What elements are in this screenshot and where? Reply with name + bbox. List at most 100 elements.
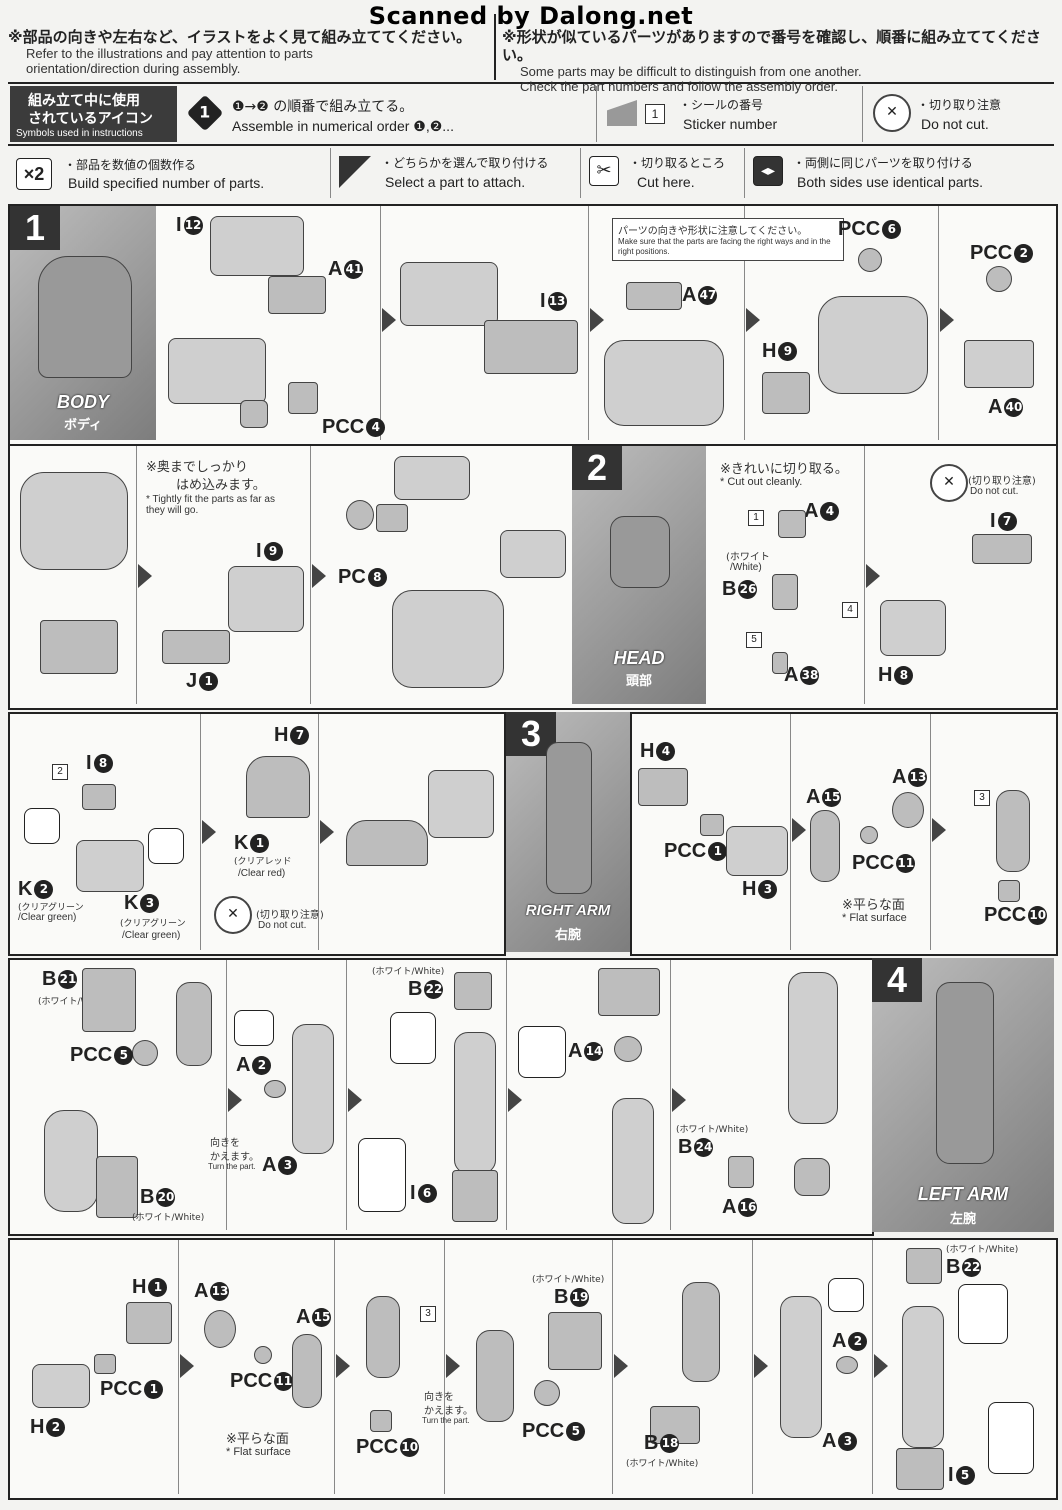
cut-here-icon: ✂ — [589, 156, 619, 186]
step-number: 2 — [572, 446, 622, 490]
part-h3-illustration — [726, 826, 788, 876]
legend-both-jp: ・両側に同じパーツを取り付ける — [793, 156, 973, 170]
cut-clean-jp: ※きれいに切り取る。 — [720, 462, 848, 477]
arm-assembly-illustration — [788, 972, 838, 1124]
divider — [864, 446, 865, 704]
legend-sticker-jp: ・シールの番号 — [679, 98, 764, 112]
detail-icon — [988, 1402, 1034, 1474]
body-section-art: 1 BODY ボディ — [10, 206, 156, 440]
white-label: (ホワイト/White) — [676, 1125, 749, 1135]
select-icon — [339, 156, 371, 188]
sticker-number: 3 — [420, 1306, 436, 1322]
section-label-left-arm: LEFT ARM — [917, 1184, 1009, 1204]
detail-icon — [828, 1278, 864, 1312]
sticker-number: 4 — [842, 602, 858, 618]
part-a15-illustration — [810, 810, 840, 882]
detail-icon — [24, 808, 60, 844]
flat-surface-en: * Flat surface — [842, 912, 907, 924]
part-a13-illustration — [204, 1310, 236, 1348]
stand-illustration — [40, 620, 118, 674]
hand-illustration — [794, 1158, 830, 1196]
part-i6-illustration — [452, 1170, 498, 1222]
cut-clean-en: * Cut out cleanly. — [720, 476, 803, 488]
divider — [310, 446, 311, 704]
legend-title-jp1: 組み立て中に使用 — [28, 93, 140, 109]
turn-part-jp1: 向きを — [424, 1392, 454, 1403]
body-core-illustration — [20, 472, 128, 570]
body-assembled-illustration — [392, 590, 504, 688]
divider — [790, 714, 791, 950]
step-arrow — [746, 308, 760, 332]
orientation-note: パーツの向きや形状に注意してください。 Make sure that the p… — [612, 218, 844, 261]
step-number: 1 — [10, 206, 60, 250]
part-a47-illustration — [626, 282, 682, 310]
head-illustration — [610, 516, 670, 588]
part-i5-illustration — [896, 1448, 944, 1490]
white-label: (ホワイト/White) — [38, 997, 111, 1007]
detail-icon — [148, 828, 184, 864]
nocut-label-en: Do not cut. — [258, 920, 307, 931]
legend-cut-jp: ・切り取るところ — [629, 156, 726, 170]
clear-green-jp: (クリアグリーン — [18, 903, 84, 913]
detail-icon — [518, 1026, 566, 1078]
part-b22-illustration — [906, 1248, 942, 1284]
part-h8-illustration — [880, 600, 946, 656]
nocut-label-jp: (切り取り注意) — [256, 910, 324, 921]
clear-red-jp: (クリアレッド — [234, 857, 292, 867]
white-label: (ホワイト/White) — [532, 1275, 605, 1285]
arm-part-illustration — [682, 1282, 720, 1382]
arm-assembly-illustration — [612, 1098, 654, 1224]
clear-red-en: /Clear red) — [238, 868, 286, 879]
subassembly-illustration — [168, 338, 266, 404]
section-label-right-arm: RIGHT ARM — [525, 902, 611, 919]
clear-green-en: /Clear green) — [122, 930, 181, 941]
part-a38-illustration — [772, 652, 788, 674]
body-illustration — [38, 256, 132, 378]
part-pc8-illustration — [346, 500, 374, 530]
both-sides-icon: ◂▸ — [753, 156, 783, 186]
arm-assembly-illustration — [902, 1306, 944, 1448]
divider — [930, 714, 931, 950]
step-arrow — [180, 1354, 194, 1378]
part-i12-illustration — [210, 216, 304, 276]
legend-title: 組み立て中に使用 されているアイコン Symbols used in instr… — [10, 86, 177, 142]
detail-icon — [358, 1138, 406, 1212]
legend-nocut: ✕ ・切り取り注意 Do not cut. — [862, 86, 1055, 142]
watermark: Scanned by Dalong.net — [368, 2, 694, 30]
flat-surface-jp: ※平らな面 — [226, 1432, 289, 1447]
arm-part-illustration — [996, 790, 1030, 872]
part-label-pc4: PCPCC4 — [322, 416, 386, 439]
legend-both-en: Both sides use identical parts. — [797, 174, 983, 190]
step-arrow — [336, 1354, 350, 1378]
legend-x2-jp: ・部品を数値の個数作る — [64, 158, 197, 172]
white-label-en: /White) — [730, 562, 762, 573]
step-arrow — [932, 818, 946, 842]
part-pc6-illustration — [858, 248, 882, 272]
divider — [334, 1240, 335, 1494]
divider — [178, 1240, 179, 1494]
section-label-left-arm-jp: 左腕 — [949, 1212, 976, 1227]
part-i8-illustration — [82, 784, 116, 810]
note-divider — [494, 14, 496, 80]
arm-part-illustration — [176, 982, 212, 1066]
v-fin-illustration — [346, 820, 428, 866]
part-pc11-illustration — [860, 826, 878, 844]
note-similar-en1: Some parts may be difficult to distingui… — [520, 64, 862, 79]
step3-row2-panel — [8, 958, 874, 1236]
